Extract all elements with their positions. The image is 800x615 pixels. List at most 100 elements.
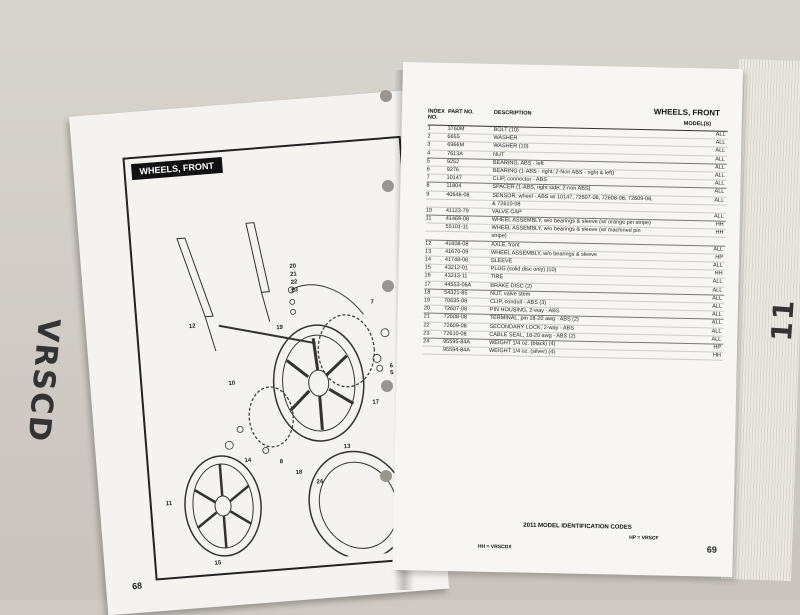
model-cell: ALL	[694, 213, 724, 221]
part-number-cell: 6966M	[447, 142, 491, 150]
model-cell: ALL	[692, 287, 722, 295]
model-cell: ALL	[692, 295, 722, 303]
index-cell: 10	[426, 207, 442, 215]
part-number-cell: 11804	[446, 183, 490, 191]
index-cell: 14	[425, 257, 441, 265]
right-page: WHEELS, FRONT INDEX NO. PART NO. DESCRIP…	[392, 62, 743, 577]
index-cell: 9	[426, 191, 442, 199]
index-cell: 16	[424, 273, 440, 281]
part-number-cell: 72609-08	[443, 322, 487, 330]
index-cell: 17	[424, 281, 440, 289]
index-cell: 13	[425, 248, 441, 256]
model-cell: ALL	[695, 156, 725, 164]
part-number-cell: 41670-09	[445, 249, 489, 257]
part-number-cell: 9252	[447, 159, 491, 167]
header-index: INDEX NO.	[428, 109, 446, 121]
part-number-cell	[446, 200, 490, 201]
part-number-cell: 41123-79	[446, 208, 490, 216]
callout-18: 18	[295, 470, 303, 477]
callout-13: 13	[344, 444, 352, 451]
callout-12: 12	[189, 324, 197, 331]
model-cell	[693, 238, 723, 239]
index-cell: 6	[427, 166, 443, 174]
part-number-cell: 6655	[447, 134, 491, 142]
callout-15: 15	[214, 560, 222, 567]
part-number-cell: 70635-08	[444, 298, 488, 306]
index-cell: 12	[425, 240, 441, 248]
header-description: DESCRIPTION	[494, 110, 532, 117]
part-number-cell: 95595-84A	[443, 339, 487, 347]
brake-disc-top	[316, 313, 377, 389]
model-cell: ALL	[694, 180, 724, 188]
axle-shape	[219, 318, 316, 350]
wheel-top	[269, 322, 368, 445]
index-cell: 11	[426, 216, 442, 224]
callout-22: 22	[291, 279, 299, 286]
index-cell: 22	[423, 322, 439, 330]
callout-10: 10	[228, 381, 236, 388]
open-manual: WHEELS, FRONT	[30, 30, 770, 590]
part-number-cell: 41469-08	[446, 216, 490, 224]
index-cell: 18	[424, 289, 440, 297]
wheel-bottom	[181, 453, 265, 559]
part-number-cell: 44553-06A	[444, 281, 488, 289]
exploded-wheel-diagram: 20 21 22 23 19 12 7 9 6 5 10 17 14 13 8 …	[132, 162, 424, 571]
model-cell: ALL	[694, 188, 724, 196]
part-number-cell: 10147	[446, 175, 490, 183]
part-number-cell: 72610-08	[443, 331, 487, 339]
header-models: MODEL(S)	[684, 121, 711, 128]
part-number-cell: 72607-08	[444, 306, 488, 314]
part-number-cell: 55101-11	[445, 224, 489, 232]
part-number-cell	[445, 232, 489, 233]
binder-hole	[380, 90, 392, 102]
callout-19: 19	[276, 325, 284, 332]
part-number-cell: 95594-84A	[443, 347, 487, 355]
model-cell: HH	[693, 270, 723, 278]
model-cell: HH	[694, 221, 724, 229]
model-cell: HP	[693, 254, 723, 262]
model-cell: ALL	[695, 172, 725, 180]
binder-hole	[382, 280, 394, 292]
part-number-cell: 9276	[447, 167, 491, 175]
model-cell: ALL	[693, 246, 723, 254]
index-cell: 4	[427, 150, 443, 158]
part-number-cell: 41748-08	[445, 257, 489, 265]
model-cell: HH	[691, 352, 721, 360]
part-number-cell: 54321-85	[444, 290, 488, 298]
part-number-cell: 43213-11	[444, 273, 488, 281]
right-page-number: 69	[707, 544, 717, 554]
index-cell: 23	[423, 330, 439, 338]
model-cell: ALL	[692, 303, 722, 311]
index-cell: 21	[424, 314, 440, 322]
binder-hole	[382, 180, 394, 192]
model-cell: ALL	[691, 328, 721, 336]
model-cell: ALL	[695, 131, 725, 139]
part-number-cell: 72608-08	[444, 314, 488, 322]
header-part: PART NO.	[448, 109, 488, 116]
brake-disc-left	[247, 385, 296, 448]
model-cell: ALL	[692, 311, 722, 319]
model-codes-title: 2011 MODEL IDENTIFICATION CODES	[523, 523, 632, 531]
index-cell: 15	[425, 265, 441, 273]
model-cell: ALL	[694, 197, 724, 205]
callout-14: 14	[244, 458, 252, 465]
callout-8: 8	[280, 459, 284, 465]
handwritten-label-right: 11 VRSC	[765, 248, 800, 344]
callout-7: 7	[370, 299, 374, 305]
index-cell: 3	[427, 142, 443, 150]
model-cell	[694, 205, 724, 206]
left-page-number: 68	[132, 581, 143, 592]
model-code-hp: HP = VRSCF	[629, 535, 659, 542]
model-cell: ALL	[691, 336, 721, 344]
model-cell: ALL	[692, 278, 722, 286]
index-cell: 8	[426, 183, 442, 191]
callout-24: 24	[316, 479, 324, 486]
callout-17: 17	[372, 399, 380, 406]
index-cell: 7	[426, 175, 442, 183]
binder-hole	[380, 470, 392, 482]
index-cell: 20	[424, 306, 440, 314]
index-cell: 5	[427, 158, 443, 166]
model-cell: ALL	[695, 164, 725, 172]
model-cell: ALL	[695, 139, 725, 147]
index-cell: 24	[423, 338, 439, 346]
